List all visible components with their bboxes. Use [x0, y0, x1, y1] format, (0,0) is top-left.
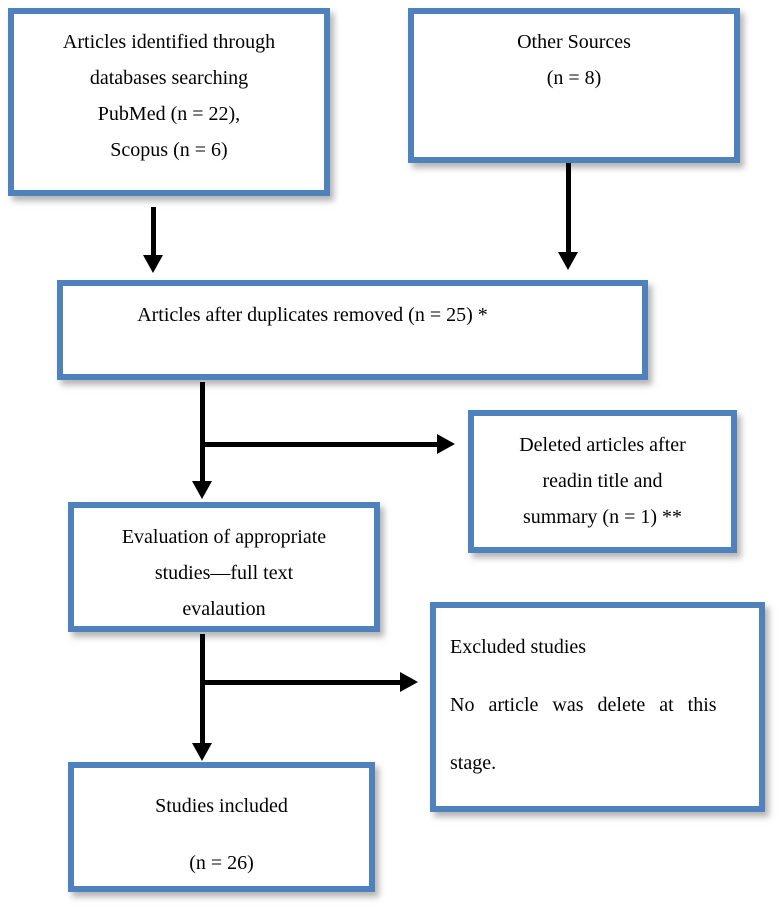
- box-studies-included: Studies included (n = 26): [68, 762, 375, 892]
- arrow-head-right-icon: [437, 434, 455, 454]
- box-text-line: readin title and: [542, 470, 663, 492]
- box-text-line: studies—full text: [154, 562, 294, 584]
- arrow-shaft: [200, 634, 205, 743]
- box-text-line: Other Sources: [517, 31, 631, 53]
- box-text-line: Articles after duplicates removed (n = 2…: [137, 304, 488, 326]
- arrow-shaft: [202, 442, 437, 447]
- arrow-shaft: [202, 680, 400, 685]
- box-other-sources: Other Sources (n = 8): [408, 8, 740, 163]
- arrow-head-right-icon: [400, 672, 418, 692]
- box-text-line: No article was delete at this: [450, 694, 717, 716]
- box-articles-identified: Articles identified through databases se…: [8, 8, 330, 196]
- arrow-head-down-icon: [143, 255, 163, 273]
- box-text-line: (n = 8): [546, 67, 602, 89]
- box-text-line: stage.: [450, 752, 497, 774]
- box-deleted-articles: Deleted articles after readin title and …: [468, 410, 737, 553]
- box-duplicates-removed: Articles after duplicates removed (n = 2…: [57, 280, 648, 380]
- box-text-line: Excluded studies: [450, 636, 587, 658]
- arrow-shaft: [200, 382, 205, 481]
- box-text-line: (n = 26): [189, 852, 254, 874]
- box-excluded-studies: Excluded studies No article was delete a…: [430, 602, 765, 812]
- arrow-head-down-icon: [558, 252, 578, 270]
- box-text-line: Scopus (n = 6): [110, 139, 228, 161]
- arrow-shaft: [566, 163, 571, 253]
- arrow-head-down-icon: [192, 743, 212, 761]
- box-text-line: PubMed (n = 22),: [97, 103, 241, 125]
- box-text-line: Deleted articles after: [519, 434, 686, 456]
- arrow-shaft: [151, 207, 156, 256]
- box-text-line: summary (n = 1) **: [522, 506, 683, 528]
- box-text-line: evalaution: [182, 598, 266, 620]
- box-text-line: databases searching: [89, 67, 249, 89]
- arrow-head-down-icon: [192, 481, 212, 499]
- box-text-line: Evaluation of appropriate: [121, 526, 327, 548]
- box-evaluation: Evaluation of appropriate studies—full t…: [68, 502, 380, 632]
- box-text-line: Articles identified through: [62, 31, 276, 53]
- box-text-line: Studies included: [155, 795, 288, 817]
